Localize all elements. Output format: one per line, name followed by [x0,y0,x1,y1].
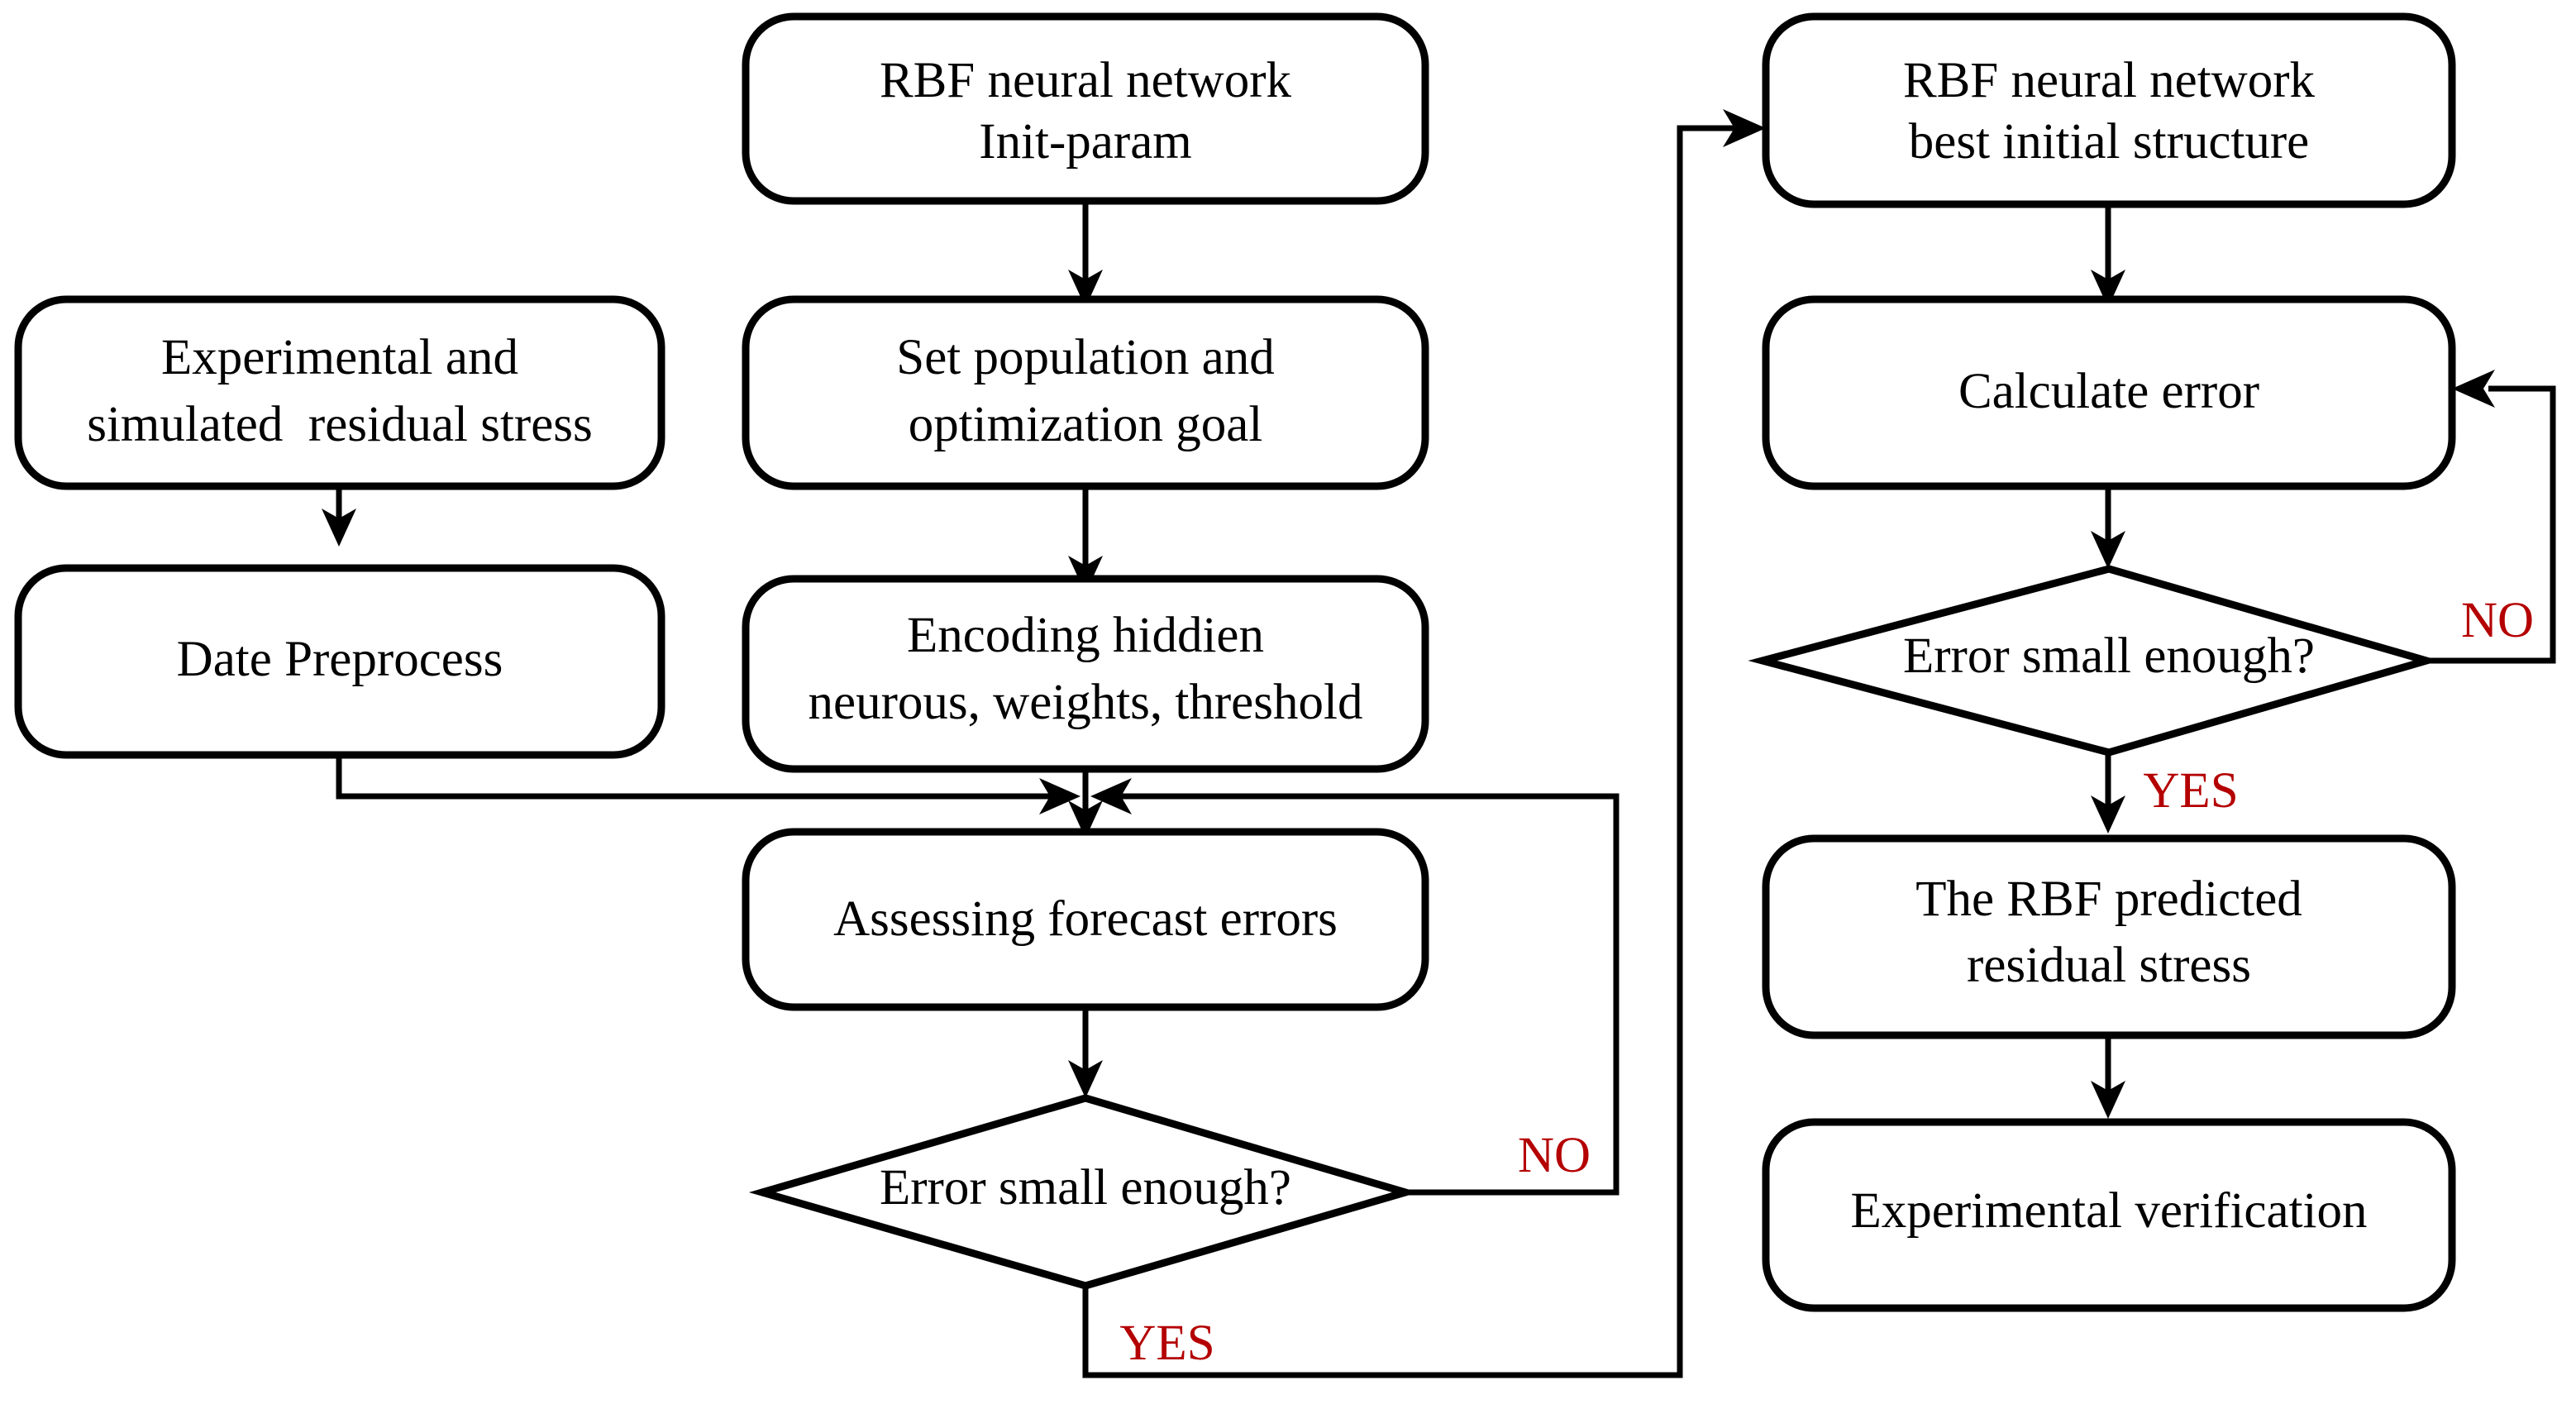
node-date-preprocess-shape [14,564,665,759]
node-rbf-init-shape [742,12,1429,205]
branch-label-left-no: NO [1518,1128,1591,1183]
edge-decision-right-yes-to-rbf-predicted [2091,752,2125,833]
node-encoding-shape [742,575,1429,773]
edge-decision-right-no-loop [2426,370,2556,664]
node-assessing[interactable]: Assessing forecast errors [742,828,1429,1011]
node-set-population[interactable]: Set population and optimization goal [742,295,1429,490]
node-rbf-predicted-shape [1762,834,2456,1039]
edge-experimental-to-date-preprocess [322,486,356,547]
node-experimental-line2: simulated residual stress [87,397,593,452]
node-rbf-predicted-line1: The RBF predicted [1915,872,2302,927]
edge-rbf-predicted-to-experimental-verification [2091,1035,2125,1119]
edge-set-population-to-encoding [1068,486,1103,594]
node-experimental-verification-shape [1762,1118,2456,1312]
node-encoding[interactable]: Encoding hiddien neurous, weights, thres… [742,575,1429,773]
branch-label-right-yes: YES [2143,763,2238,819]
node-rbf-predicted[interactable]: The RBF predicted residual stress [1762,834,2456,1039]
node-date-preprocess[interactable]: Date Preprocess [14,564,665,759]
node-decision-left[interactable]: Error small enough? [748,1094,1419,1290]
node-calculate-error[interactable]: Calculate error [1762,295,2456,490]
node-decision-left-label: Error small enough? [880,1160,1291,1216]
edge-assessing-to-decision-left [1068,1007,1103,1098]
branch-label-left-yes: YES [1119,1316,1214,1371]
node-calculate-error-shape [1762,295,2456,490]
node-experimental-verification-label: Experimental verification [1851,1183,2368,1239]
node-encoding-line1: Encoding hiddien [907,608,1264,663]
node-experimental[interactable]: Experimental and simulated residual stre… [14,295,665,490]
node-calculate-error-label: Calculate error [1958,364,2259,419]
edge-rbf-init-to-set-population [1068,201,1103,308]
edge-calculate-error-to-decision-right [2091,486,2125,569]
node-set-population-line2: optimization goal [909,397,1263,452]
node-experimental-line1: Experimental and [161,330,518,385]
edge-date-preprocess-to-assessing [336,755,1080,814]
branch-label-right-no: NO [2461,593,2534,648]
node-decision-right[interactable]: Error small enough? [1748,565,2440,757]
node-date-preprocess-line1: Date Preprocess [177,632,503,687]
node-rbf-init-line2: Init-param [979,114,1191,170]
node-assessing-line1: Assessing forecast errors [833,891,1338,947]
edge-decision-left-no-loop [1090,778,1620,1196]
node-rbf-init[interactable]: RBF neural network Init-param [742,12,1429,205]
node-rbf-best-shape [1762,12,2456,208]
node-decision-right-shape [1748,565,2440,757]
node-encoding-line2: neurous, weights, threshold [809,675,1363,730]
node-rbf-predicted-line2: residual stress [1967,938,2251,993]
node-assessing-shape [742,828,1429,1011]
node-set-population-line1: Set population and [896,330,1274,385]
node-rbf-best[interactable]: RBF neural network best initial structur… [1762,12,2456,208]
node-rbf-best-line2: best initial structure [1909,114,2310,170]
edge-encoding-to-assessing [1068,769,1103,838]
edge-rbf-best-to-calculate-error [2091,204,2125,308]
edge-decision-left-yes-to-rbf-best [1082,109,1766,1378]
node-decision-right-label: Error small enough? [1903,628,2315,684]
node-rbf-best-line1: RBF neural network [1903,53,2316,108]
node-rbf-init-line1: RBF neural network [880,53,1292,108]
node-experimental-verification[interactable]: Experimental verification [1762,1118,2456,1312]
node-set-population-shape [742,295,1429,490]
node-experimental-shape [14,295,665,490]
node-decision-left-shape [748,1094,1419,1290]
